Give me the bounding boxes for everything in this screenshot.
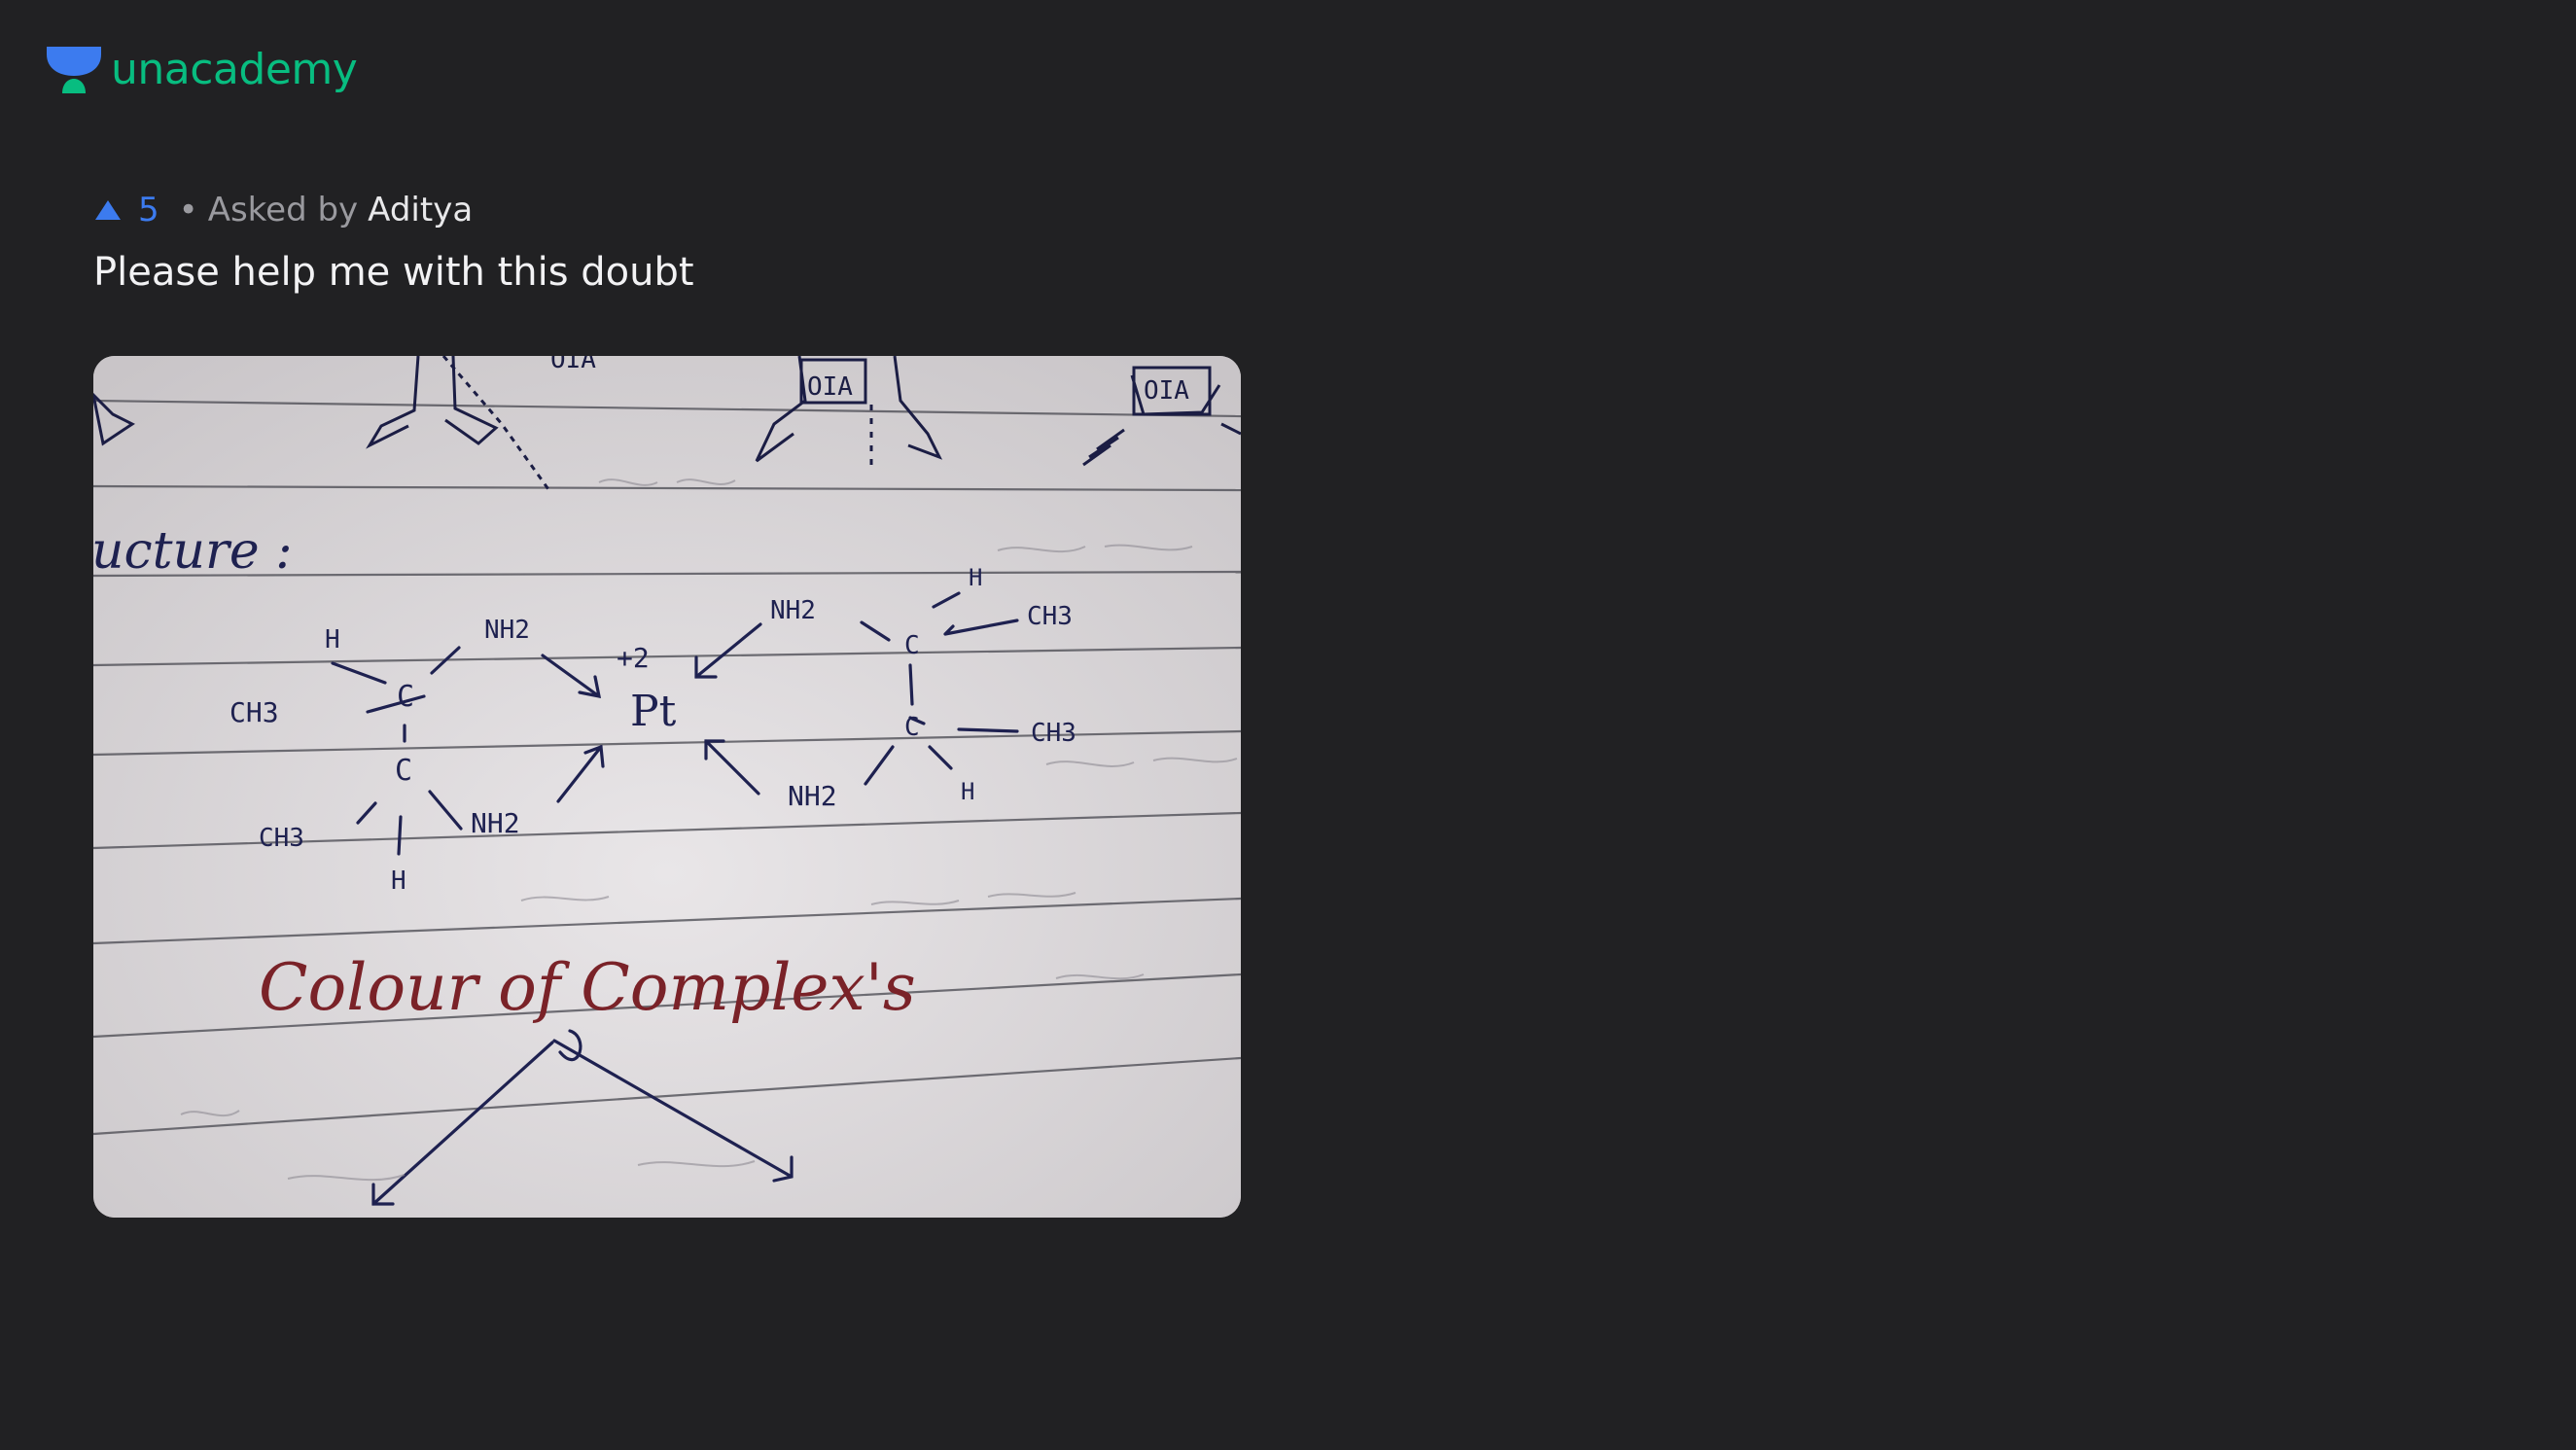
- svg-text:H: H: [325, 625, 340, 654]
- handwritten-notes-image: OIA OIA OIA ucture :: [93, 356, 1241, 1218]
- svg-text:H: H: [961, 778, 974, 805]
- asked-by-label: Asked by: [207, 191, 359, 230]
- notes-heading: ucture :: [93, 522, 293, 581]
- unacademy-logo-icon: [47, 47, 101, 93]
- svg-text:CH3: CH3: [259, 824, 304, 853]
- svg-text:CH3: CH3: [1027, 602, 1073, 631]
- svg-text:H: H: [391, 866, 406, 896]
- pt-complex-labels: H CH3 C NH2 +2 Pt C CH3 NH2 H NH2 H C CH…: [229, 564, 1076, 896]
- meta-separator: •: [178, 191, 198, 230]
- upvote-triangle-icon[interactable]: [93, 198, 123, 222]
- faint-ink: [180, 478, 1238, 1182]
- svg-text:C: C: [904, 631, 920, 660]
- svg-text:CH3: CH3: [229, 696, 279, 728]
- question-text: Please help me with this doubt: [93, 250, 694, 295]
- svg-text:C: C: [397, 680, 414, 714]
- brand-name: unacademy: [111, 45, 358, 94]
- brand-logo[interactable]: unacademy: [45, 43, 358, 97]
- svg-text:NH2: NH2: [770, 596, 816, 625]
- svg-text:NH2: NH2: [484, 616, 530, 645]
- svg-text:+2: +2: [617, 642, 650, 674]
- triangle-diagram: [371, 1029, 794, 1206]
- svg-text:CH3: CH3: [1031, 719, 1076, 748]
- upvote-count: 5: [138, 191, 159, 230]
- question-meta: 5 • Asked by Aditya: [93, 187, 473, 233]
- top-structures: OIA OIA OIA: [93, 356, 1241, 493]
- svg-text:NH2: NH2: [788, 780, 837, 812]
- svg-text:OIA: OIA: [1144, 376, 1189, 406]
- svg-text:Pt: Pt: [630, 687, 677, 736]
- svg-text:OIA: OIA: [807, 372, 853, 402]
- svg-text:OIA: OIA: [550, 356, 596, 374]
- svg-text:H: H: [969, 564, 982, 591]
- asker-name[interactable]: Aditya: [368, 191, 474, 230]
- colour-heading: Colour of Complex's: [259, 950, 916, 1025]
- svg-text:C: C: [904, 713, 920, 742]
- svg-text:NH2: NH2: [471, 807, 520, 839]
- svg-text:C: C: [395, 754, 412, 788]
- pt-complex-bonds: [331, 591, 1019, 856]
- question-attachment-image[interactable]: OIA OIA OIA ucture :: [93, 356, 1241, 1218]
- ruled-lines: [93, 399, 1241, 1136]
